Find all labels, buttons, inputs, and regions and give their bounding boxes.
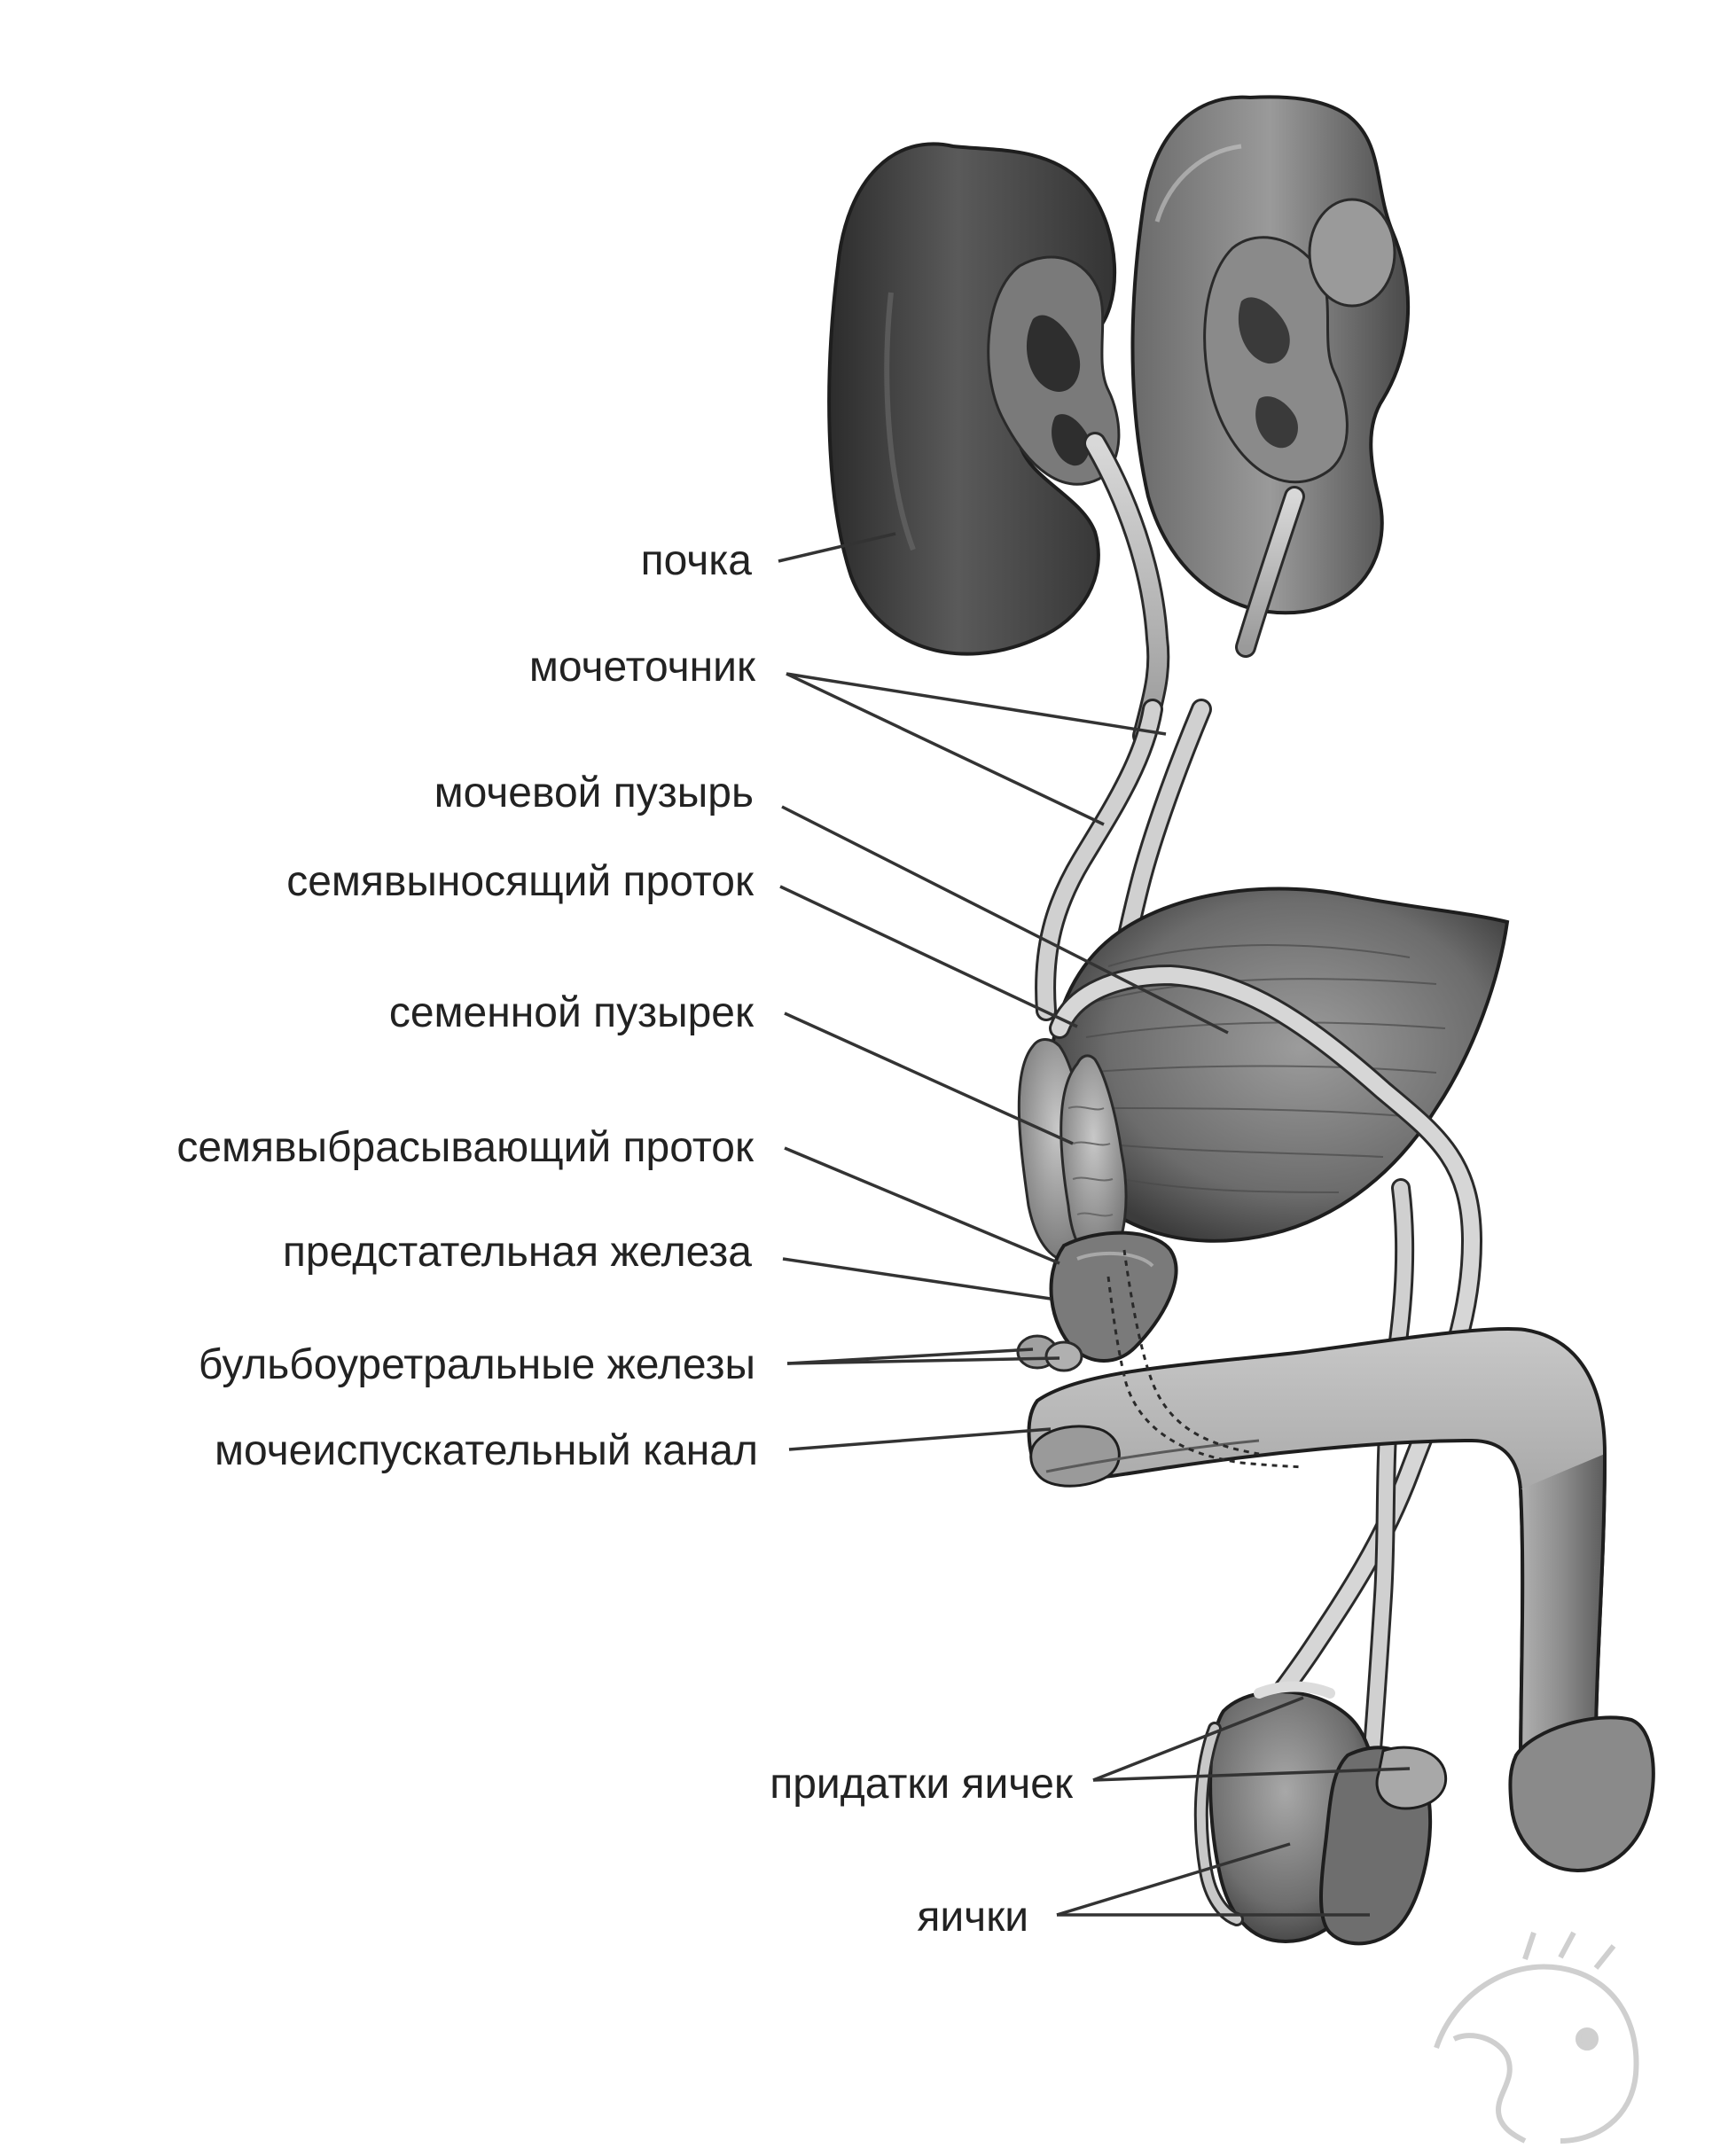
label-ejaculatory-duct: семявыбрасывающий проток (176, 1124, 755, 1171)
leader-seminal-vesicle (784, 1012, 1074, 1145)
leader-urethra (788, 1427, 1052, 1451)
label-epididymis: придатки яичек (770, 1761, 1074, 1808)
seminal-vesicle (1017, 1038, 1128, 1262)
leader-epididymis-1 (1092, 1696, 1304, 1782)
label-prostate: предстательная железа (283, 1229, 752, 1276)
leader-bladder (781, 805, 1229, 1035)
leader-ureter-1 (786, 672, 1167, 736)
leader-ejaculatory-duct (784, 1146, 1060, 1265)
label-seminal-vesicle: семенной пузырек (389, 989, 755, 1036)
label-testes: яички (917, 1894, 1028, 1941)
kidney-left (827, 142, 1121, 656)
label-kidney: почка (641, 537, 753, 584)
prostate (1049, 1230, 1178, 1363)
label-bulbourethral: бульбоуретральные железы (199, 1341, 755, 1388)
label-bladder: мочевой пузырь (434, 769, 754, 816)
ureter-left (1035, 432, 1170, 1021)
watermark-logo (1434, 1931, 1639, 2144)
testis-right (1319, 1746, 1448, 1946)
leader-ureter-2 (786, 672, 1105, 826)
leader-kidney (778, 532, 896, 563)
labels: почка мочеточник мочевой пузырь семявыно… (176, 537, 1074, 1941)
leader-lines (778, 532, 1411, 1917)
leader-vas-deferens (779, 885, 1078, 1028)
leader-testes-1 (1056, 1842, 1291, 1917)
vas-deferens (1049, 964, 1483, 1793)
leader-prostate (782, 1257, 1052, 1301)
leader-epididymis-2 (1092, 1767, 1411, 1782)
leader-bulbourethral-1 (786, 1348, 1034, 1365)
penis (1027, 1249, 1655, 1873)
label-vas-deferens: семявыносящий проток (286, 858, 755, 905)
kidney-right (1130, 95, 1411, 615)
label-ureter: мочеточник (529, 644, 756, 691)
bulbourethral-glands (1016, 1334, 1083, 1372)
leader-bulbourethral-2 (786, 1356, 1060, 1365)
label-urethra: мочеиспускательный канал (215, 1427, 758, 1474)
